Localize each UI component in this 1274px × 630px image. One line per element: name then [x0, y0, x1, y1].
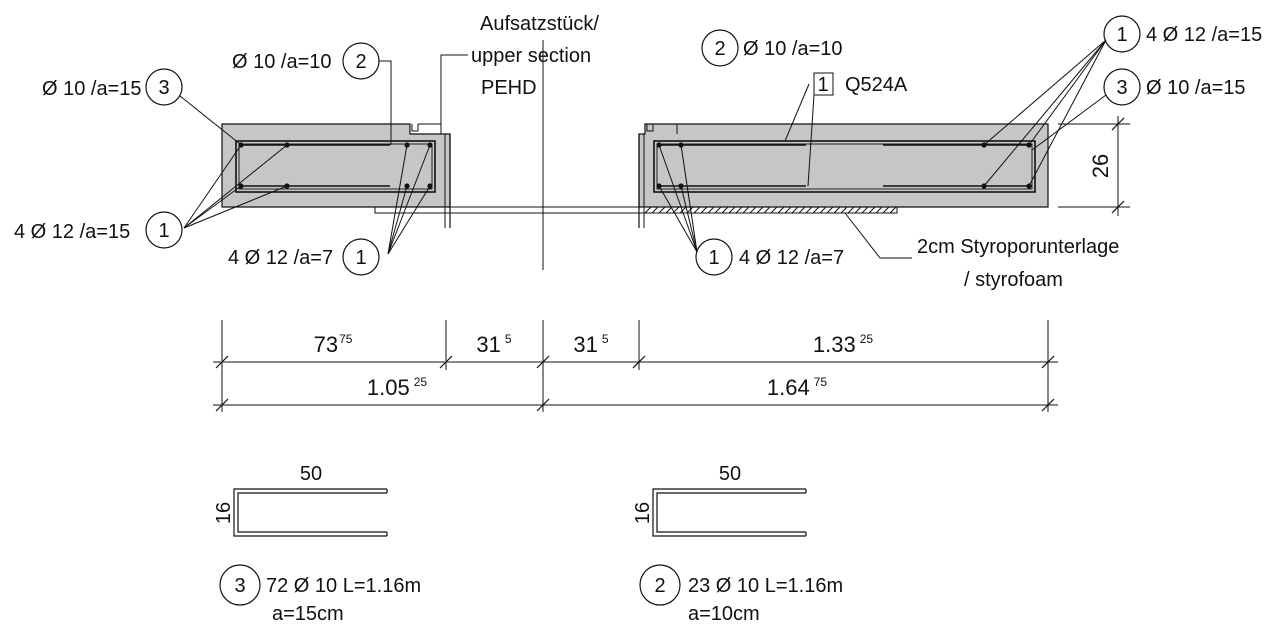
- bar-3-line1: 72 Ø 10 L=1.16m: [266, 575, 421, 597]
- callout-right-top-bar: 2 Ø 10 /a=10: [701, 29, 843, 142]
- callout-right-inner-bar: 1 4 Ø 12 /a=7: [658, 144, 844, 276]
- thickness-dim-text: 26: [1088, 154, 1113, 178]
- upper-section-label-1: Aufsatzstück/: [480, 13, 599, 35]
- left-bottom-bar-label: 4 Ø 12 /a=15: [14, 221, 130, 243]
- callout-left-top-bar: Ø 10 /a=10 2: [232, 42, 392, 141]
- left-side-bar-mark: 3: [158, 77, 169, 99]
- bar-schedule-item-3: 50 16 3 72 Ø 10 L=1.16m a=15cm: [213, 463, 421, 625]
- right-far-bar-mark: 1: [1116, 24, 1127, 46]
- right-inner-bar-mark: 1: [708, 247, 719, 269]
- right-top-bar-label: Ø 10 /a=10: [743, 38, 843, 60]
- callout-mesh: 1 Q524A: [807, 72, 908, 187]
- left-inner-bar-label: 4 Ø 12 /a=7: [228, 247, 333, 269]
- upper-section-callout: Aufsatzstück/ upper section PEHD: [440, 13, 599, 124]
- callout-styrofoam: 2cm Styroporunterlage / styrofoam: [844, 212, 1119, 291]
- callout-left-bottom-bar: 4 Ø 12 /a=15 1: [14, 144, 288, 249]
- bar-2-width: 50: [719, 463, 741, 485]
- right-inner-bar-label: 4 Ø 12 /a=7: [739, 247, 844, 269]
- bar-2-line2: a=10cm: [688, 603, 760, 625]
- left-top-bar-mark: 2: [355, 51, 366, 73]
- upper-section-label-2: upper section: [471, 45, 591, 67]
- bar-3-line2: a=15cm: [272, 603, 344, 625]
- mesh-mark: 1: [817, 74, 828, 96]
- right-concrete-slab: [638, 123, 1049, 228]
- bar-2-mark: 2: [654, 575, 665, 597]
- left-inner-bar-mark: 1: [355, 247, 366, 269]
- left-concrete-slab: [221, 123, 451, 228]
- right-far-bar-label: 4 Ø 12 /a=15: [1146, 24, 1262, 46]
- right-top-bar-mark: 2: [714, 38, 725, 60]
- bar-3-mark: 3: [234, 575, 245, 597]
- callout-right-far-bar: 1 4 Ø 12 /a=15: [983, 15, 1262, 187]
- thickness-dimension: 26: [1058, 116, 1130, 216]
- styrofoam-layer: [374, 206, 898, 214]
- upper-section-label-3: PEHD: [481, 77, 537, 99]
- left-reinforcement: [235, 140, 436, 193]
- callout-right-side-bar: 3 Ø 10 /a=15: [1031, 68, 1246, 151]
- right-side-bar-label: Ø 10 /a=15: [1146, 77, 1246, 99]
- callout-left-inner-bar: 4 Ø 12 /a=7 1: [228, 144, 431, 276]
- dim-seg1: 7375: [314, 332, 353, 357]
- callout-left-side-bar: Ø 10 /a=15 3: [42, 68, 241, 145]
- styrofoam-label-2: / styrofoam: [964, 269, 1063, 291]
- bar-schedule-item-2: 50 16 2 23 Ø 10 L=1.16m a=10cm: [632, 463, 843, 625]
- left-bottom-bar-mark: 1: [158, 220, 169, 242]
- styrofoam-label-1: 2cm Styroporunterlage: [917, 236, 1119, 258]
- bar-2-height: 16: [632, 502, 654, 524]
- mesh-label: Q524A: [845, 74, 908, 96]
- bar-3-height: 16: [213, 502, 235, 524]
- bar-2-line1: 23 Ø 10 L=1.16m: [688, 575, 843, 597]
- right-side-bar-mark: 3: [1116, 77, 1127, 99]
- bar-3-width: 50: [300, 463, 322, 485]
- left-side-bar-label: Ø 10 /a=15: [42, 78, 142, 100]
- left-top-bar-label: Ø 10 /a=10: [232, 51, 332, 73]
